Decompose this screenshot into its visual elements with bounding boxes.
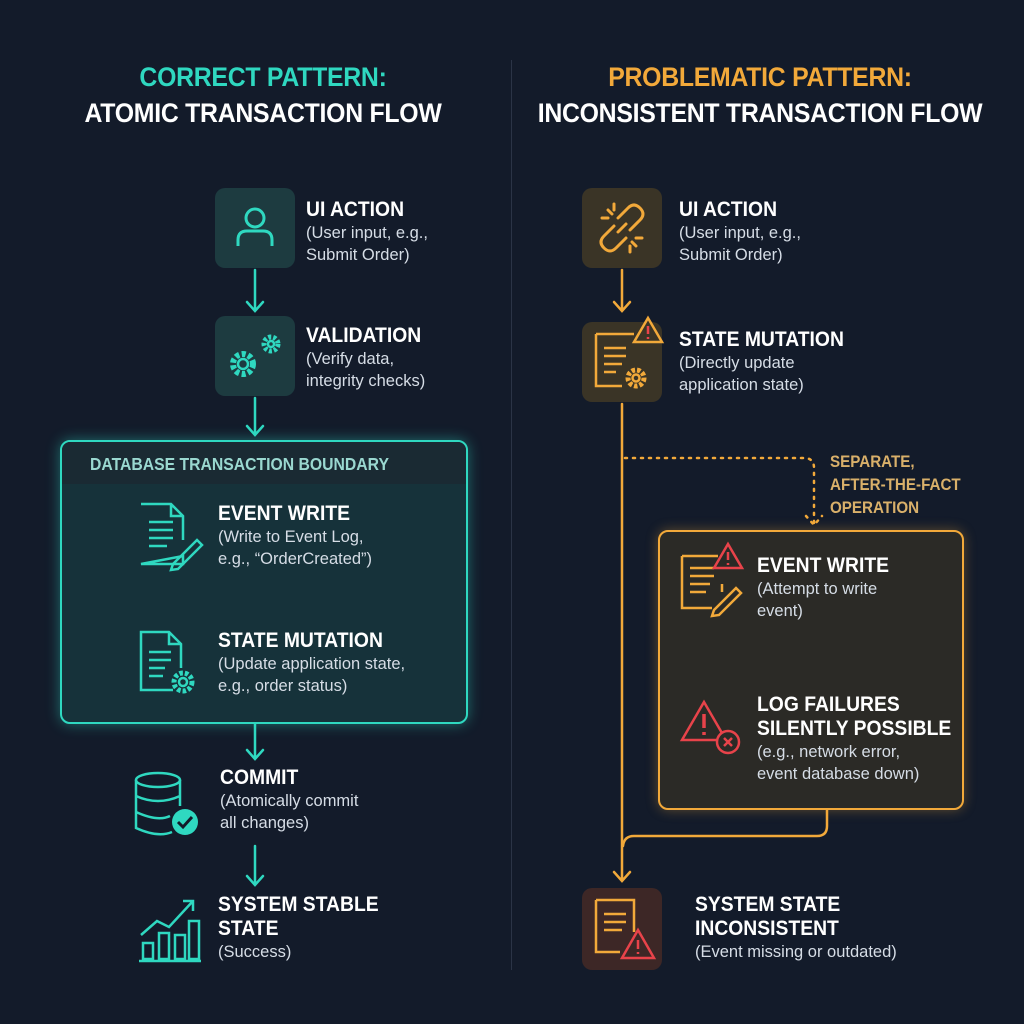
broken-link-icon (599, 202, 645, 254)
gears-icon (230, 334, 281, 377)
step-desc: (Success) (218, 943, 292, 961)
state-mutation-icon-box (582, 315, 665, 402)
document-pencil-warning-icon (680, 541, 745, 618)
step-title: UI ACTION (679, 198, 778, 221)
step-desc: integrity checks) (306, 372, 426, 390)
arrow-left-4 (245, 722, 265, 761)
step-desc: application state) (679, 376, 804, 394)
warning-error-icon (679, 699, 741, 755)
step-desc: e.g., “OrderCreated”) (218, 550, 373, 568)
step-title: STATE (218, 917, 279, 940)
step-desc: Submit Order) (679, 246, 783, 264)
step-desc: (Atomically commit (220, 792, 359, 810)
step-title: UI ACTION (306, 198, 405, 221)
step-title: STATE MUTATION (679, 328, 844, 351)
step-desc: (Event missing or outdated) (695, 943, 897, 961)
right-title-line1: PROBLEMATIC PATTERN: (608, 62, 912, 92)
transaction-boundary (60, 440, 468, 724)
user-icon (236, 207, 274, 246)
step-desc: event database down) (757, 765, 920, 783)
arrow-left-2 (245, 396, 265, 437)
step-title: INCONSISTENT (695, 917, 839, 940)
document-warning-icon (594, 898, 657, 960)
dotted-arrow (623, 456, 824, 527)
document-pencil-icon (140, 502, 204, 572)
user-icon-box (215, 188, 295, 268)
right-title-line2: INCONSISTENT TRANSACTION FLOW (537, 98, 983, 128)
left-title-line1: CORRECT PATTERN: (139, 62, 387, 92)
label-line: OPERATION (830, 499, 920, 517)
document-gear-warning-icon (594, 315, 665, 389)
left-title-line2: ATOMIC TRANSACTION FLOW (84, 98, 442, 128)
inconsistent-icon-box (582, 888, 662, 970)
step-title: EVENT WRITE (757, 554, 890, 577)
step-title: LOG FAILURES (757, 693, 900, 716)
database-check-icon (134, 771, 198, 836)
arrow-left-5 (245, 844, 265, 887)
step-desc: Submit Order) (306, 246, 410, 264)
step-title: VALIDATION (306, 324, 422, 347)
step-desc: event) (757, 602, 803, 620)
step-title: STATE MUTATION (218, 629, 383, 652)
step-desc: (User input, e.g., (306, 224, 428, 242)
separate-operation-label: SEPARATE, AFTER-THE-FACT OPERATION (830, 451, 961, 520)
step-title: SILENTLY POSSIBLE (757, 717, 952, 740)
step-desc: (Directly update (679, 354, 795, 372)
broken-link-icon-box (582, 188, 662, 268)
step-desc: (e.g., network error, (757, 743, 901, 761)
step-desc: (Write to Event Log, (218, 528, 364, 546)
arrow-left-1 (245, 268, 265, 313)
chart-up-icon (139, 899, 201, 963)
step-desc: e.g., order status) (218, 677, 348, 695)
step-desc: (Update application state, (218, 655, 406, 673)
step-title: EVENT WRITE (218, 502, 351, 525)
step-title: SYSTEM STATE (695, 893, 841, 916)
label-line: AFTER-THE-FACT (830, 476, 961, 494)
step-title: SYSTEM STABLE (218, 893, 379, 916)
step-desc: all changes) (220, 814, 309, 832)
step-desc: (Attempt to write (757, 580, 878, 598)
column-divider (511, 60, 512, 970)
rejoin-line (621, 808, 829, 848)
gears-icon-box (215, 316, 295, 396)
document-gear-icon (139, 630, 195, 694)
step-title: COMMIT (220, 766, 299, 789)
arrow-right-1 (612, 268, 632, 313)
arrow-right-main (612, 402, 632, 883)
step-desc: (User input, e.g., (679, 224, 801, 242)
step-desc: (Verify data, (306, 350, 395, 368)
label-line: SEPARATE, (830, 453, 915, 471)
boundary-label: DATABASE TRANSACTION BOUNDARY (90, 454, 389, 474)
